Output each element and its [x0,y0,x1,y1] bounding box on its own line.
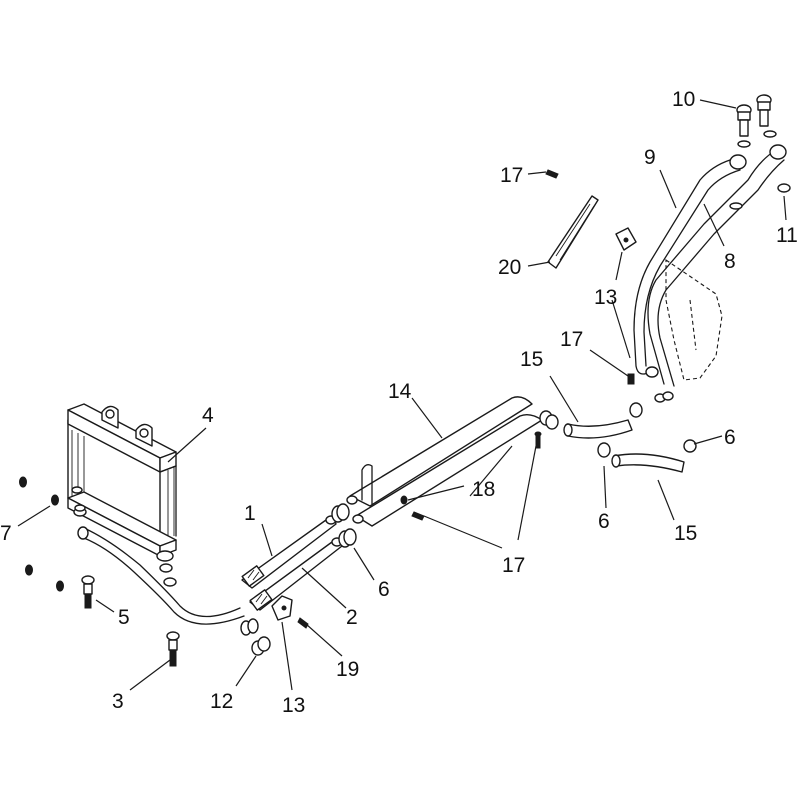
callout-13-upper: 13 [594,286,617,309]
callout-18: 18 [472,478,495,501]
pipe-8 [647,144,787,403]
callout-20: 20 [498,256,521,279]
callout-17-upper: 17 [560,328,583,351]
washers-11 [729,130,791,210]
callout-17-top: 17 [500,164,523,187]
screw-17-mid [411,511,425,521]
hose-15-upper [563,402,643,439]
oil-tube-14 [346,396,543,527]
callout-6-mid: 6 [598,510,610,533]
nut-group-7 [19,476,64,592]
strap-20 [547,195,599,269]
hose-clamps-upper [539,410,559,430]
tube-fittings [241,565,273,611]
callout-10: 10 [672,88,695,111]
callout-6-left: 6 [378,578,390,601]
callout-5: 5 [118,606,130,629]
screw-17-right [627,373,635,385]
bolt-3 [166,631,180,667]
hose-15-lower [597,439,697,473]
callout-15-upper: 15 [520,348,543,371]
banjo-bolts-10 [736,94,772,137]
callout-13-lower: 13 [282,694,305,717]
hose-clamps-left [331,503,357,548]
leader-lines [17,99,787,691]
callout-11: 11 [776,224,798,247]
callout-17-lower: 17 [502,554,525,577]
screw-17-top [545,169,559,179]
callout-7: 7 [0,522,12,545]
callout-9: 9 [644,146,656,169]
clamp-13-upper [615,227,637,251]
callout-12: 12 [210,690,233,713]
callout-labels: 1 2 3 4 5 6 6 6 7 8 9 10 11 12 13 13 14 … [0,88,798,717]
screw-19 [297,617,309,629]
callout-14: 14 [388,380,412,403]
callout-6-right: 6 [724,426,736,449]
pipe-9 [633,154,747,378]
callout-8: 8 [724,250,736,273]
callout-2: 2 [346,606,358,629]
callout-4: 4 [202,404,214,427]
cooler-outlet-hose [77,526,245,625]
oil-cooler [67,403,177,562]
screw-17-small [534,431,542,449]
callout-19: 19 [336,658,359,681]
callout-1: 1 [244,502,256,525]
screw-18 [400,495,408,505]
cooler-washers [71,486,177,587]
callout-15-lower: 15 [674,522,697,545]
bracket-outline [665,258,723,381]
bushing-group-12 [240,618,271,656]
callout-3: 3 [112,690,124,713]
bolt-5 [81,575,95,609]
clamp-13-lower [271,595,293,621]
